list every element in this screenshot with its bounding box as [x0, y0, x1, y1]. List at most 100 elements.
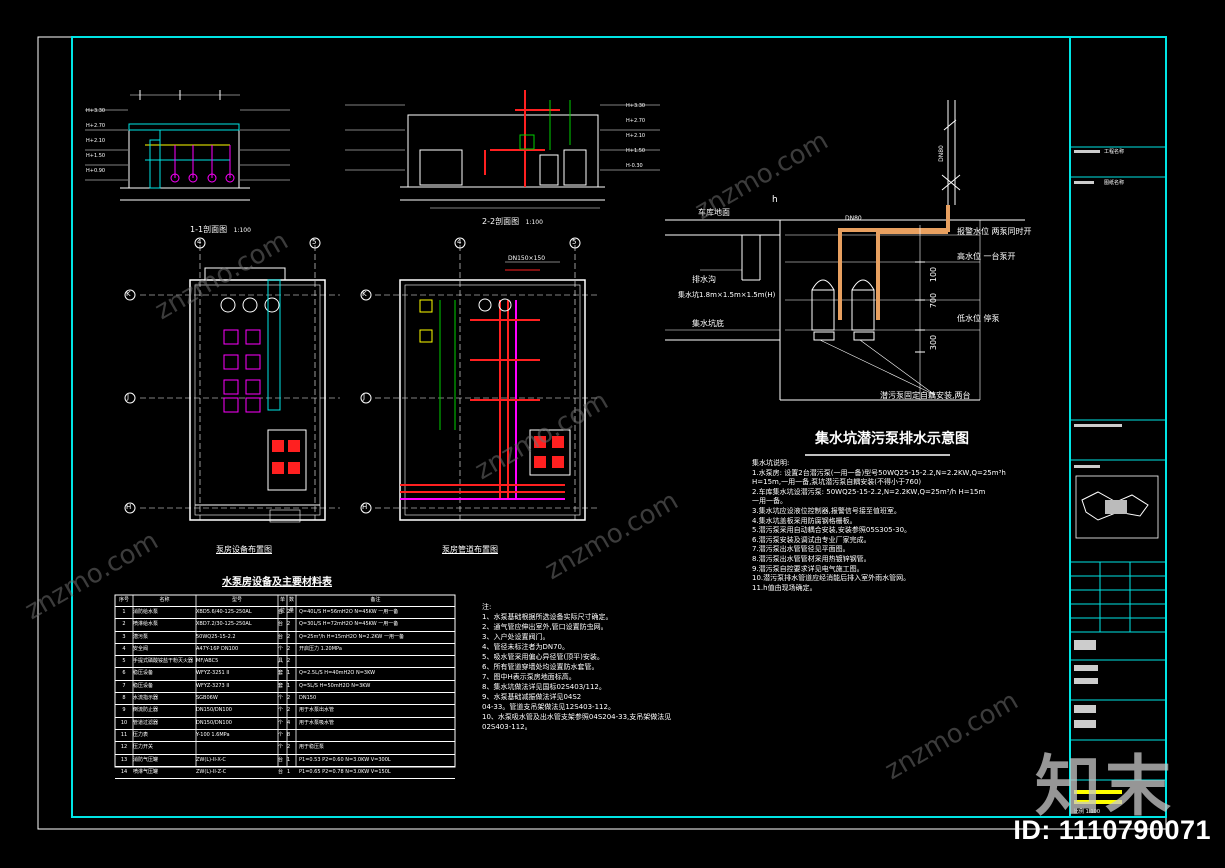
table-cell: 8: [122, 695, 126, 702]
axis-label: K: [126, 290, 131, 298]
table-cell: 个: [278, 645, 284, 652]
title-block-stamp: 工程名称: [1104, 149, 1125, 155]
general-notes: 注: 1、水泵基础根据所选设备实际尺寸确定。 2、通气管应伸出室外,管口设置防虫…: [482, 602, 714, 732]
table-cell: Q=40L/S H=56mH2O N=45KW 一用一备: [299, 609, 399, 615]
table-cell: P1=0.53 P2=0.60 N=3.0KW V=300L: [299, 756, 391, 763]
table-cell: 安全阀: [133, 645, 149, 652]
sump-note: 1.水泵房: 设置2台潜污泵(一用一备)型号50WQ25-15-2.2,N=2.…: [752, 468, 1006, 477]
sump-label-dn80: DN80: [845, 215, 862, 222]
sump-title: 集水坑潜污泵排水示意图: [815, 431, 969, 447]
sump-note: 11.h值由现场确定。: [752, 583, 817, 592]
table-cell: 10: [120, 719, 128, 726]
table-cell: 用于水泵出水管: [299, 707, 335, 714]
table-cell: 稳压设备: [133, 682, 154, 689]
general-note: 6、所有管道穿墙处均设置防水套管。: [482, 663, 599, 671]
table-cell: 具: [278, 658, 284, 665]
inner-border: [71, 36, 1167, 818]
table-cell: XBD5.6/40-125-250AL: [196, 609, 252, 615]
watermark: znzmo.com: [880, 685, 1024, 786]
table-cell: 套: [278, 682, 284, 689]
table-cell: DN150: [299, 695, 317, 702]
axis-label: K: [362, 290, 367, 298]
table-cell: MF/ABC5: [196, 658, 219, 665]
table-cell: 台: [278, 609, 284, 615]
table-cell: 1: [287, 768, 291, 775]
table-cell: 压力表: [133, 731, 149, 738]
table-header-cell: 单位: [279, 597, 285, 614]
section-1-title-text: 1-1剖面图: [190, 225, 228, 234]
sump-label-h: h: [772, 195, 778, 205]
table-cell: 6: [122, 670, 126, 677]
table-cell: 2: [287, 658, 291, 665]
table-cell: ZW(L)-II-Z-C: [196, 768, 227, 775]
table-cell: 用于稳压泵: [299, 744, 325, 751]
sump-label-trench: 排水沟: [692, 275, 716, 284]
sump-notes-title: 集水坑说明:: [752, 459, 790, 467]
general-note: 1、水泵基础根据所选设备实际尺寸确定。: [482, 613, 613, 621]
general-note: 2、通气管应伸出室外,管口设置防虫网。: [482, 623, 608, 631]
table-cell: 14: [120, 768, 128, 775]
general-notes-title: 注:: [482, 603, 492, 611]
title-block-stamp: 比例 1:100: [1074, 809, 1100, 815]
table-cell: 倒流防止器: [133, 707, 159, 714]
elev-label: H+3.30: [626, 103, 646, 109]
table-cell: [296, 656, 455, 667]
table-cell: 2: [287, 707, 291, 714]
table-cell: 开启压力 1.20MPa: [299, 645, 342, 652]
table-cell: 消防气压罐: [133, 756, 159, 763]
table-cell: DN150/DN100: [196, 707, 232, 714]
sump-note: 8.潜污泵出水管管材采用热镀锌钢管。: [752, 554, 871, 563]
table-cell: 1: [287, 756, 291, 763]
table-cell: WFYZ-3251 II: [196, 670, 230, 677]
title-block-stamp: 泵房大样图: [1074, 785, 1100, 791]
table-cell: 个: [278, 731, 284, 738]
table-cell: XBD7.2/30-125-250AL: [196, 621, 252, 628]
general-note: 5、吸水管采用偏心异径管(顶平)安装。: [482, 653, 604, 661]
table-cell: 台: [278, 621, 284, 628]
axis-label: 4: [197, 238, 202, 246]
table-cell: 8: [287, 731, 291, 738]
table-cell: 4: [122, 645, 126, 652]
elev-label: H+2.70: [626, 118, 646, 124]
axis-label: H: [126, 503, 132, 511]
table-cell: 管道过滤器: [133, 719, 159, 726]
elev-label: H+2.70: [86, 123, 106, 129]
table-cell: 1: [122, 609, 126, 615]
axis-label: 5: [572, 238, 577, 246]
general-note: 9、水泵基础减振做法详见04S2: [482, 693, 582, 701]
table-cell: A47Y-16P DN100: [196, 645, 239, 652]
sump-note: 一用一备。: [752, 497, 787, 506]
equipment-table-grid: [114, 594, 456, 768]
table-cell: Q=5L/S H=50mH2O N=3KW: [299, 682, 371, 689]
table-cell: 个: [278, 695, 284, 702]
table-cell: WFYZ-3273 II: [196, 682, 230, 689]
section-2-title: 2-2剖面图 1:100: [482, 216, 543, 227]
plan-equipment: [140, 245, 340, 523]
axis-label: J: [363, 393, 366, 401]
table-cell: 4: [287, 719, 291, 726]
sump-label-garage-floor: 车库地面: [698, 208, 730, 217]
table-cell: DN150/DN100: [196, 719, 232, 726]
table-cell: 2: [287, 609, 291, 615]
sump-note: 6.潜污泵安装及调试由专业厂家完成。: [752, 535, 871, 544]
sump-label-pump-note: 潜污泵固定自藕安装,两台: [880, 391, 971, 400]
elev-labels-left: H+3.30 H+2.70 H+2.10 H+1.50 H+0.90: [86, 104, 105, 179]
table-cell: 手提式磷酸铵盐干粉灭火器: [133, 658, 194, 665]
section-2-2: [345, 90, 660, 209]
table-cell: 压力开关: [133, 744, 154, 751]
sump-note: 9.潜污泵自控要求详见电气施工图。: [752, 564, 864, 573]
table-cell: 消防给水泵: [133, 609, 159, 615]
table-cell: SGB06W: [196, 695, 218, 702]
elev-label: H+2.10: [626, 133, 646, 139]
